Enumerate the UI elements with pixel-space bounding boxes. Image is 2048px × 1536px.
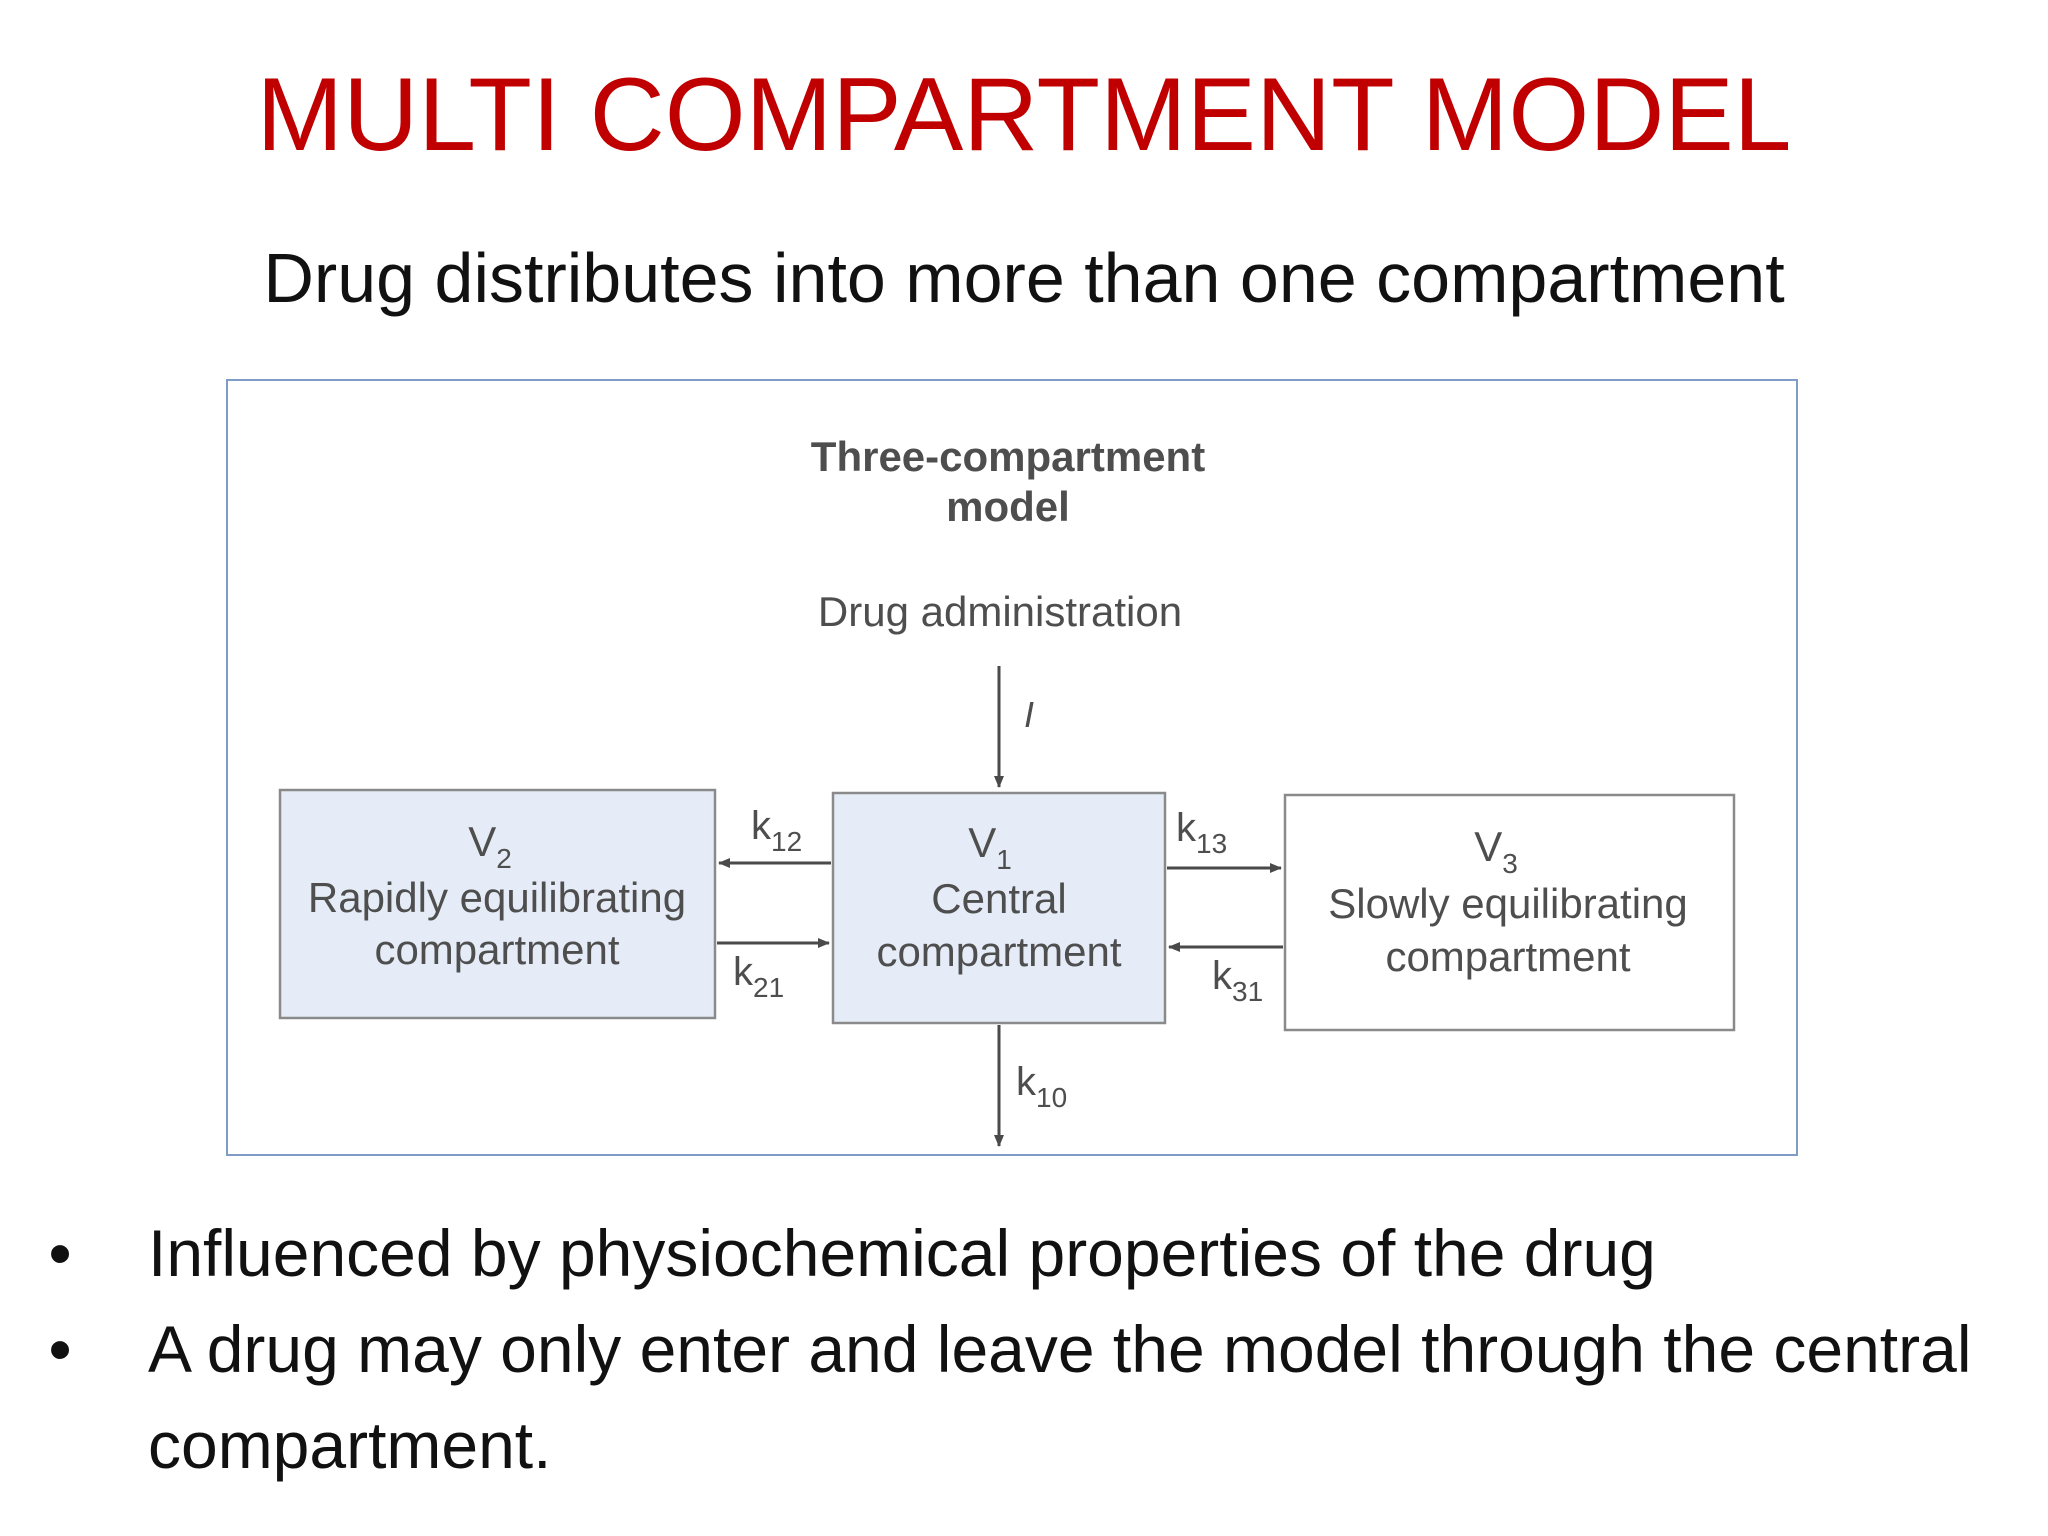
infusion-label: I bbox=[1024, 694, 1034, 735]
bullet-item: • A drug may only enter and leave the mo… bbox=[40, 1301, 2030, 1493]
diagram-title-line1: Three-compartment bbox=[811, 433, 1205, 480]
diagram-title-line2: model bbox=[946, 483, 1070, 530]
k13-label: k13 bbox=[1176, 806, 1227, 859]
v3-compartment-box bbox=[1283, 793, 1736, 1032]
bullet-marker: • bbox=[48, 1312, 72, 1386]
slide-subtitle: Drug distributes into more than one comp… bbox=[263, 239, 1785, 317]
bullet-text: Influenced by physiochemical properties … bbox=[148, 1216, 1656, 1290]
k31-label: k31 bbox=[1212, 954, 1263, 1007]
bullet-text: A drug may only enter and leave the mode… bbox=[148, 1312, 1972, 1482]
v1-symbol: V1 bbox=[968, 819, 1012, 875]
v1-label-line2: compartment bbox=[876, 928, 1121, 975]
v2-symbol: V2 bbox=[468, 818, 512, 874]
v2-label-line2: compartment bbox=[374, 926, 619, 973]
v1-compartment-box bbox=[831, 791, 1167, 1025]
v2-compartment-box bbox=[278, 788, 717, 1020]
k21-label: k21 bbox=[733, 950, 784, 1003]
bullet-list: • Influenced by physiochemical propertie… bbox=[40, 1205, 2030, 1493]
v3-symbol: V3 bbox=[1474, 823, 1518, 879]
v3-label-line2: compartment bbox=[1385, 933, 1630, 980]
three-compartment-diagram: Three-compartment model Drug administrat… bbox=[278, 433, 1736, 1147]
k10-label: k10 bbox=[1016, 1060, 1067, 1113]
k12-label: k12 bbox=[751, 804, 802, 857]
drug-administration-label: Drug administration bbox=[818, 588, 1182, 635]
slide-title: MULTI COMPARTMENT MODEL bbox=[256, 57, 1792, 173]
v2-label-line1: Rapidly equilibrating bbox=[308, 874, 686, 921]
v1-label-line1: Central bbox=[931, 875, 1066, 922]
v3-label-line1: Slowly equilibrating bbox=[1328, 880, 1688, 927]
diagram-frame: Three-compartment model Drug administrat… bbox=[226, 379, 1798, 1156]
bullet-item: • Influenced by physiochemical propertie… bbox=[40, 1205, 2030, 1301]
bullet-marker: • bbox=[48, 1216, 72, 1290]
